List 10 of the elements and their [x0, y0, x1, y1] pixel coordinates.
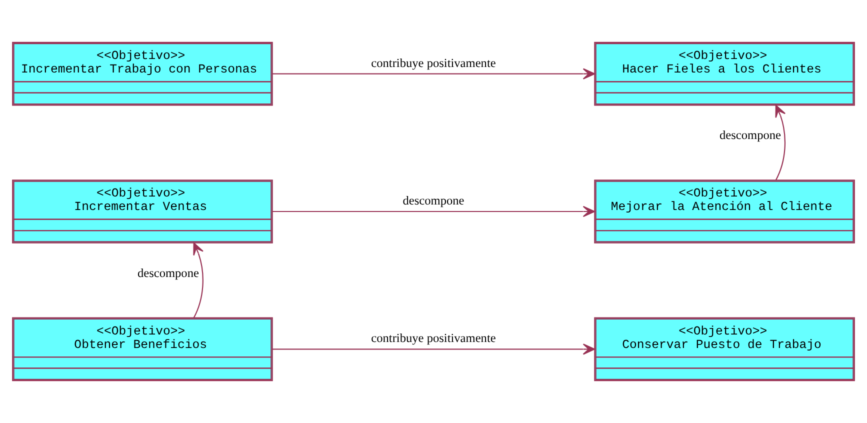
- edge-label: contribuye positivamente: [371, 56, 496, 70]
- arrow: [272, 68, 596, 80]
- arrow: [775, 104, 786, 180]
- arrow: [272, 344, 596, 355]
- arrow: [193, 242, 204, 318]
- arrow: [272, 206, 596, 218]
- edge-label: descompone: [402, 194, 464, 208]
- edge-label: descompone: [720, 128, 782, 142]
- edge-label: contribuye positivamente: [371, 331, 496, 346]
- edge-label: descompone: [137, 266, 199, 280]
